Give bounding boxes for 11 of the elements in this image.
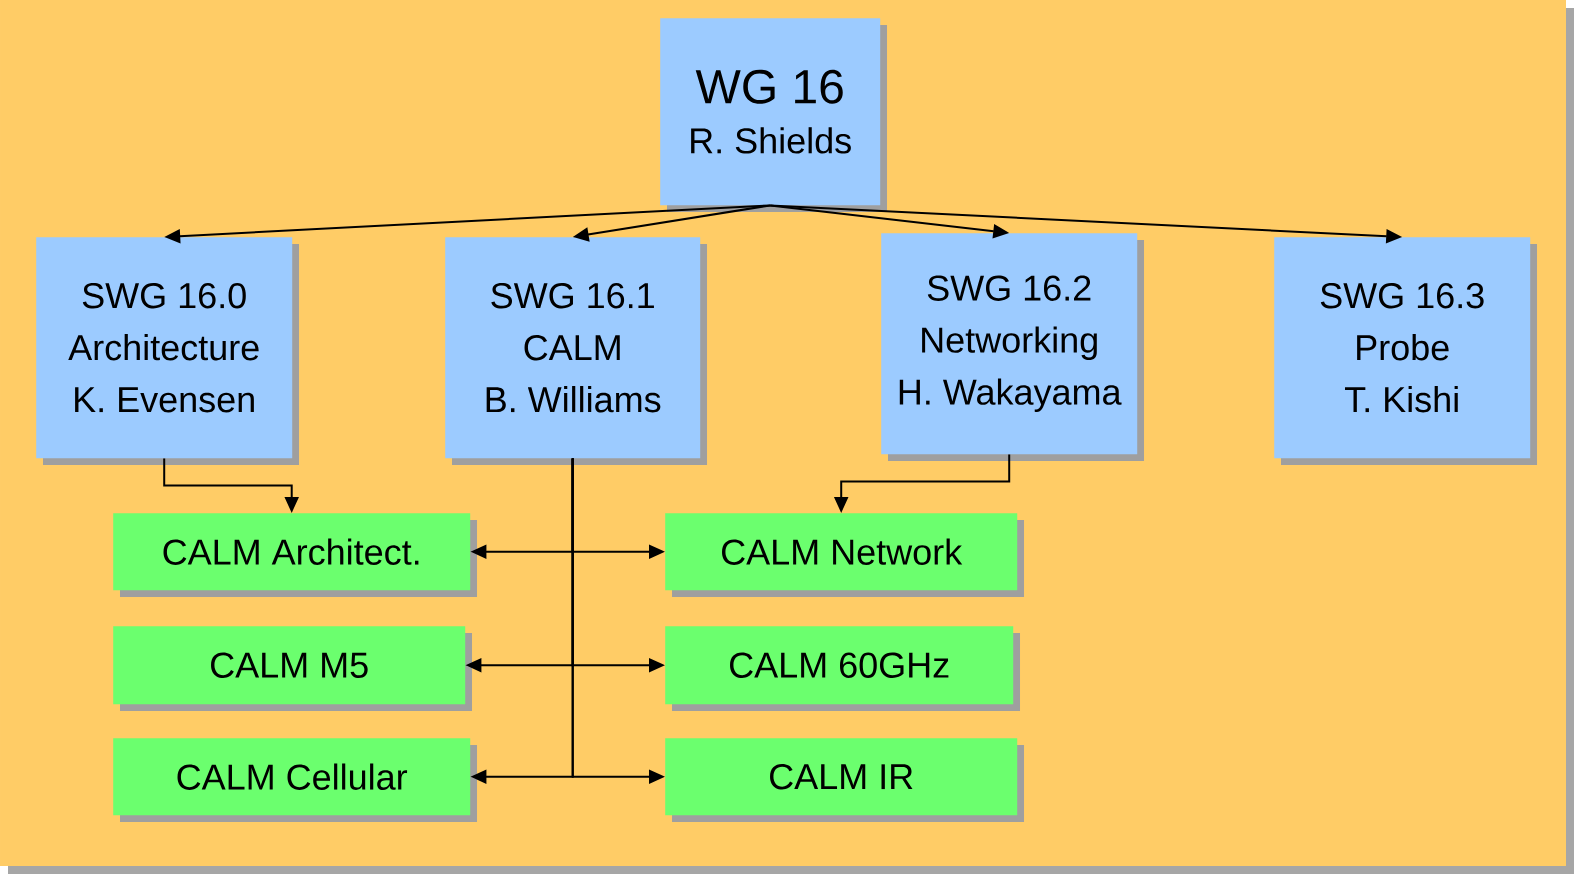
subgroup-box: SWG 16.0 Architecture K. Evensen — [36, 237, 299, 465]
subgroup-box: SWG 16.1 CALM B. Williams — [445, 237, 707, 465]
subgroup-box: SWG 16.3 Probe T. Kishi — [1274, 237, 1537, 465]
topic-box: CALM Network — [665, 513, 1024, 597]
topic-box: CALM Cellular — [113, 738, 477, 822]
topic-box: CALM 60GHz — [665, 626, 1020, 711]
topic-box: CALM Architect. — [113, 513, 477, 597]
topic-box: CALM M5 — [113, 626, 472, 711]
topic-box: CALM IR — [665, 738, 1024, 822]
group-box: WG 16 R. Shields — [660, 18, 887, 212]
subgroup-box: SWG 16.2 Networking H. Wakayama — [881, 233, 1144, 461]
